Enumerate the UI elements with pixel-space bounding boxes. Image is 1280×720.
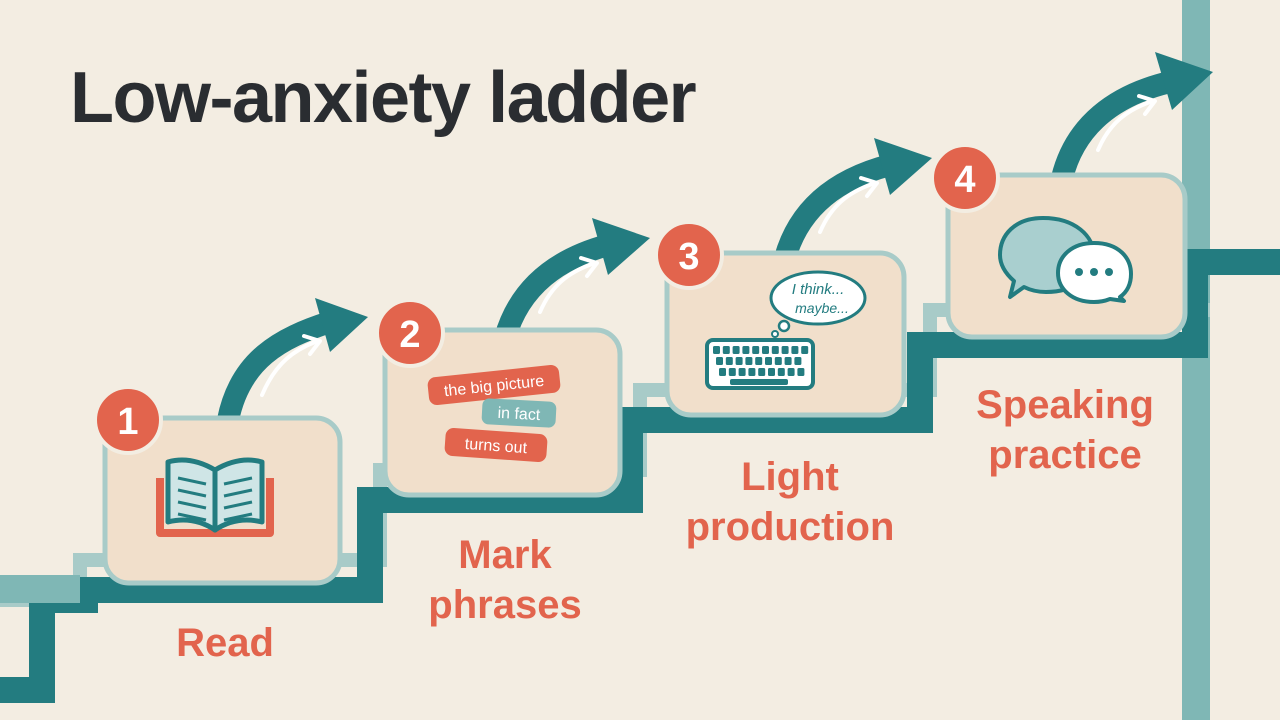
step-number-4: 4 <box>954 159 975 201</box>
keyboard-key <box>762 346 769 354</box>
keyboard-key <box>748 368 756 376</box>
keyboard-key <box>801 346 809 354</box>
step-4-label-line-1: Speaking <box>976 383 1154 427</box>
step-2-label-line-1: Mark <box>458 533 552 577</box>
keyboard-key <box>732 346 740 354</box>
step-3-label-line-1: Light <box>741 455 839 499</box>
step-label-3: Light production <box>660 452 920 552</box>
step-card-1 <box>102 415 343 586</box>
keyboard-key <box>713 346 720 354</box>
keyboard-key <box>794 357 802 365</box>
keyboard-key <box>774 357 782 365</box>
step-card-4 <box>945 172 1188 340</box>
keyboard-spacebar <box>730 379 788 385</box>
open-book-icon <box>156 457 274 537</box>
keyboard-key <box>758 368 766 376</box>
keyboard-key <box>722 346 730 354</box>
keyboard-key <box>768 368 775 376</box>
speech-bubbles-icon <box>998 216 1133 304</box>
step-label-2: Mark phrases <box>400 530 610 630</box>
step-label-4: Speaking practice <box>930 380 1200 480</box>
thought-bubble: I think... maybe... <box>769 270 867 338</box>
bubble-line-1: I think... <box>792 281 845 298</box>
right-border-bar <box>1182 0 1210 720</box>
arrow-4-up <box>1051 52 1213 189</box>
step-number-3: 3 <box>678 236 699 278</box>
keyboard-key <box>755 357 763 365</box>
keyboard-key <box>738 368 746 376</box>
keyboard-key <box>787 368 795 376</box>
keyboard-key <box>742 346 750 354</box>
step-4-label-line-2: practice <box>988 433 1142 477</box>
step-number-badge-1: 1 <box>93 385 163 455</box>
step-3-label-line-2: production <box>685 505 895 549</box>
step-card-3: I think... maybe... <box>664 250 907 418</box>
svg-text:in fact: in fact <box>497 405 541 424</box>
keyboard-key <box>716 357 723 365</box>
phrase-tag-3: turns out <box>444 428 548 462</box>
page-title: Low-anxiety ladder <box>70 58 697 138</box>
keyboard-key <box>777 368 785 376</box>
step-1-label-line-1: Read <box>176 621 274 665</box>
left-stub <box>0 575 80 603</box>
keyboard-key <box>781 346 789 354</box>
arrow-2-to-3 <box>494 218 650 349</box>
keyboard-key <box>797 368 805 376</box>
step-number-badge-4: 4 <box>930 143 1000 213</box>
keyboard-key <box>719 368 726 376</box>
keyboard-key <box>791 346 799 354</box>
step-number-2: 2 <box>399 314 420 356</box>
keyboard-icon <box>705 338 815 390</box>
arrow-3-to-4 <box>774 138 932 269</box>
keyboard-key <box>752 346 760 354</box>
step-number-badge-2: 2 <box>375 298 445 368</box>
keyboard-key <box>735 357 743 365</box>
keyboard-key <box>784 357 792 365</box>
step-card-2: the big picture in fact turns out <box>382 327 623 498</box>
step-label-1: Read <box>120 618 330 668</box>
step-number-1: 1 <box>117 401 138 443</box>
keyboard-key <box>728 368 736 376</box>
keyboard-key <box>771 346 779 354</box>
arrow-1-to-2 <box>217 298 368 431</box>
phrase-tag-2: in fact <box>481 398 557 428</box>
step-2-label-line-2: phrases <box>428 583 582 627</box>
bubble-line-2: maybe... <box>795 300 849 316</box>
keyboard-key <box>745 357 753 365</box>
step-number-badge-3: 3 <box>654 220 724 290</box>
keyboard-key <box>765 357 772 365</box>
svg-text:turns out: turns out <box>464 436 528 457</box>
keyboard-key <box>725 357 733 365</box>
